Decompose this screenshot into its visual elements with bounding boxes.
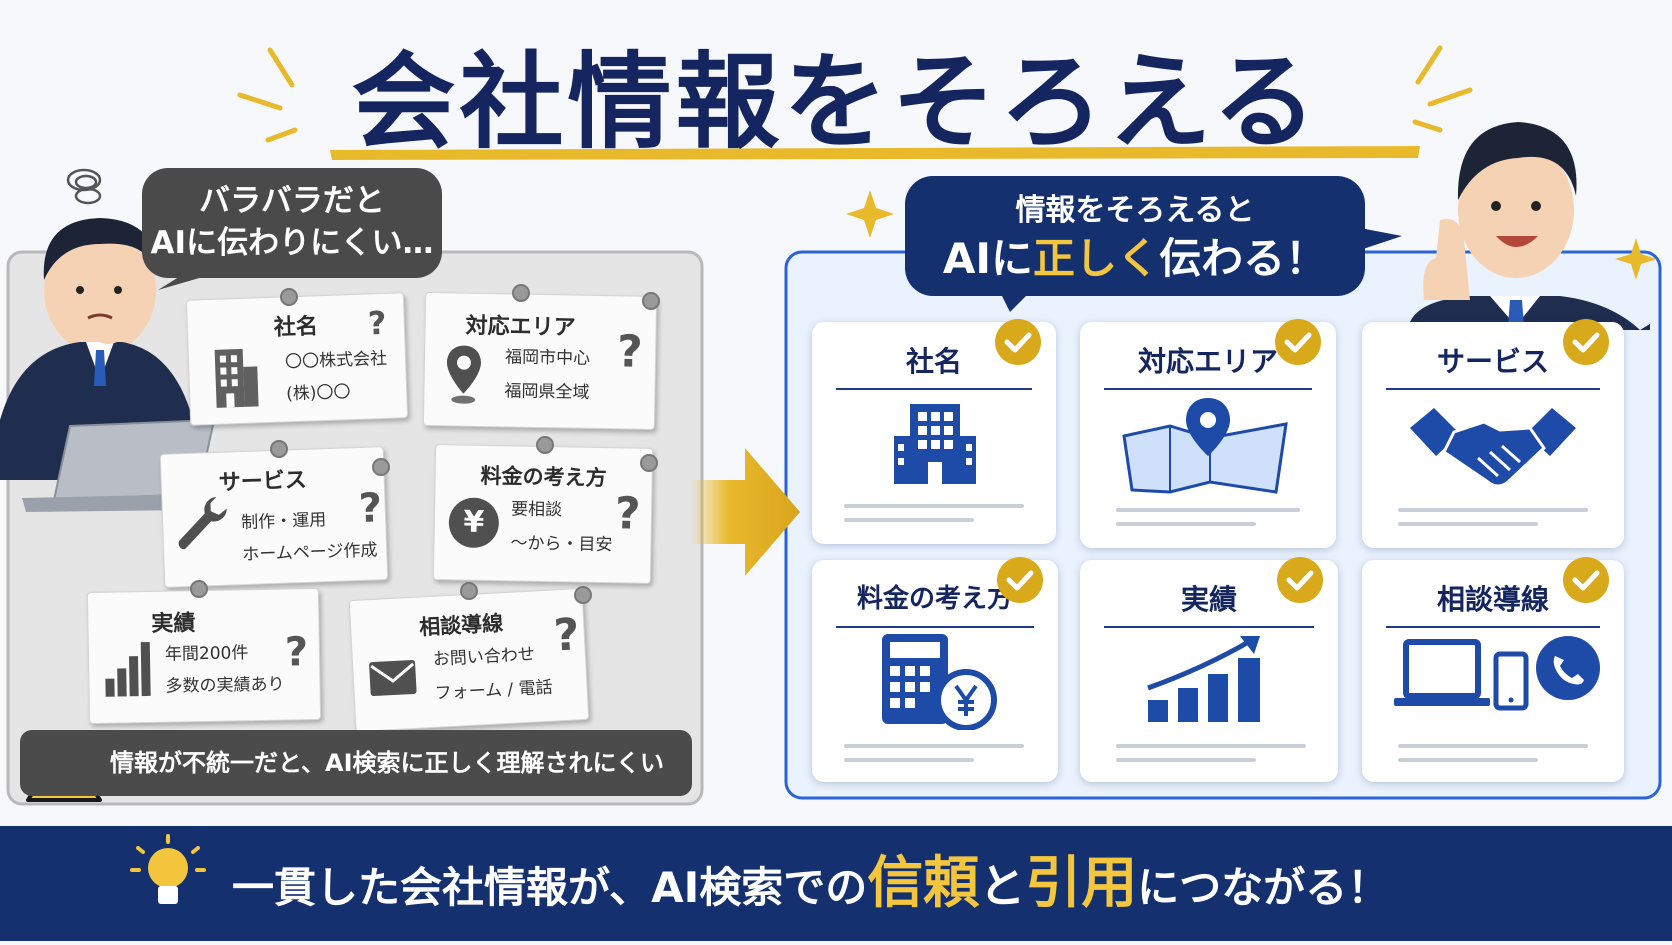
left-speech-bubble: バラバラだと AIに伝わりにくい… [142, 168, 442, 278]
right-bubble-highlight: 正しく [1033, 234, 1160, 283]
placeholder-line [1116, 522, 1256, 526]
placeholder-line [1398, 522, 1538, 526]
title-underline [836, 388, 1032, 390]
footer-text-2: につながる！ [1137, 863, 1390, 912]
right-speech-bubble: 情報をそろえると AIに正しく伝わる！ [905, 176, 1365, 296]
footer-banner [0, 826, 1672, 941]
title-underline [1104, 388, 1312, 390]
title-underline [1104, 626, 1314, 628]
right-card-inquiry-flow: 相談導線 [1362, 557, 1624, 782]
placeholder-line [1398, 758, 1538, 762]
pushpin-icon [574, 586, 592, 604]
checkmark-icon [1563, 557, 1609, 603]
right-card-service-area: 対応エリア [1080, 319, 1336, 548]
devices-phone-icon [1394, 636, 1600, 711]
left-card-achievements: 実績 年間200件 多数の実績あり ? [86, 587, 322, 725]
placeholder-line [1398, 508, 1588, 512]
growth-chart-icon [1147, 636, 1260, 722]
checkmark-icon [1277, 557, 1323, 603]
pushpin-icon [372, 458, 390, 476]
checkmark-icon [1275, 319, 1321, 365]
checkmark-icon [997, 557, 1043, 603]
placeholder-line [844, 504, 1024, 508]
sparkle-icon [846, 190, 894, 238]
right-card-company-name: 社名 [812, 319, 1056, 544]
burst-rays-right [1412, 45, 1473, 133]
footer-highlight-citation: 引用 [1025, 851, 1138, 916]
wrench-icon [178, 497, 227, 550]
checkmark-icon [995, 319, 1041, 365]
burst-rays-left [237, 47, 298, 143]
lightbulb-icon [130, 834, 206, 904]
arrow-right [690, 448, 800, 576]
pushpin-icon [280, 288, 298, 306]
calculator-yen-icon [882, 634, 997, 730]
card-title: 社名 [905, 345, 962, 378]
right-card-pricing: 料金の考え方 [812, 557, 1058, 782]
placeholder-line [1398, 744, 1588, 748]
placeholder-line [1116, 508, 1300, 512]
right-bubble-line2: AIに正しく伝わる！ [905, 232, 1365, 286]
pushpin-icon [642, 292, 660, 310]
placeholder-line [1116, 758, 1256, 762]
card-title: サービス [1436, 345, 1549, 378]
footer-text-1: 一貫した会社情報が、AI検索での [232, 863, 868, 912]
confident-businessman-illustration [1410, 122, 1650, 330]
left-card-service-area: 対応エリア 福岡市中心 福岡県全域 ? [422, 291, 658, 431]
warning-banner: 情報が不統一だと、AI検索に正しく理解されにくい [20, 730, 692, 796]
building-icon [894, 404, 976, 484]
footer-highlight-trust: 信頼 [867, 851, 980, 916]
card-title: 実績 [1180, 583, 1237, 616]
title-underline [1386, 626, 1600, 628]
checkmark-icon [1563, 319, 1609, 365]
left-card-company-name: 社名 〇〇株式会社 (株)〇〇 ? [185, 292, 409, 426]
right-card-service: サービス [1362, 319, 1624, 548]
page-title: 会社情報をそろえる [351, 41, 1321, 163]
card-title: 料金の考え方 [856, 584, 1013, 614]
placeholder-line [844, 744, 1024, 748]
handshake-icon [1410, 408, 1576, 488]
right-bubble-line1: 情報をそろえると [1015, 193, 1255, 228]
left-card-service: サービス 制作・運用 ホームページ作成 ? [159, 446, 389, 588]
left-card-inquiry-flow: 相談導線 お問い合わせ フォーム / 電話 ? [348, 587, 590, 733]
pushpin-icon [640, 454, 658, 472]
mail-icon [369, 659, 417, 697]
sparkle-icon [1615, 238, 1657, 280]
placeholder-line [1116, 744, 1306, 748]
pushpin-icon [190, 580, 208, 598]
card-title: 対応エリア [1137, 345, 1278, 378]
pushpin-icon [536, 436, 554, 454]
placeholder-line [844, 758, 974, 762]
placeholder-line [844, 518, 974, 522]
bar-chart-icon [105, 641, 151, 697]
location-pin-icon [446, 345, 481, 404]
footer-message: 一貫した会社情報が、AI検索での信頼と引用につながる！ [232, 826, 1389, 941]
confused-scribble-icon [66, 168, 102, 205]
right-card-achievements: 実績 [1080, 557, 1338, 782]
title-underline [1386, 388, 1600, 390]
building-icon [214, 348, 259, 408]
right-bubble-text-c: 伝わる！ [1159, 234, 1328, 283]
left-bubble-line1: バラバラだと [199, 183, 385, 219]
pushpin-icon [270, 440, 288, 458]
map-pin-icon [1122, 398, 1288, 494]
right-bubble-text-a: AIに [942, 234, 1034, 283]
footer-text-and: と [979, 859, 1026, 913]
pushpin-icon [460, 582, 478, 600]
title-underline [836, 626, 1034, 628]
pushpin-icon [512, 284, 530, 302]
card-title: 相談導線 [1436, 583, 1549, 616]
left-bubble-line2: AIに伝わりにくい… [150, 225, 434, 261]
